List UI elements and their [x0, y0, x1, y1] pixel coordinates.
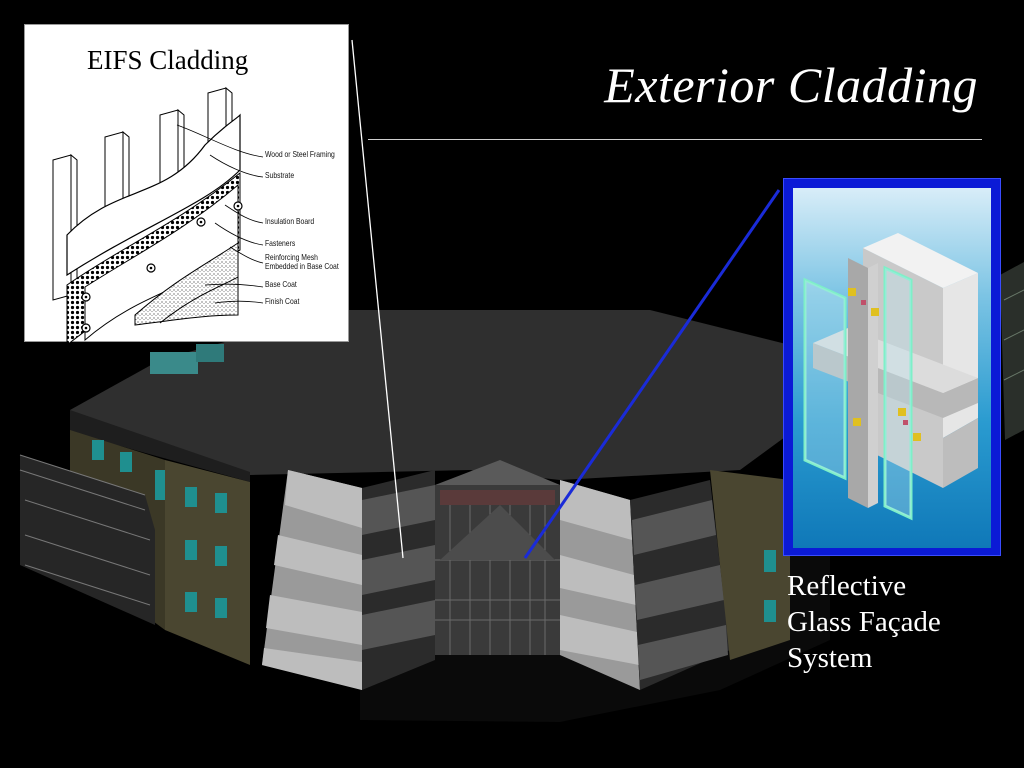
glass-caption-line-3: System — [787, 642, 873, 674]
glass-facade-illustration — [793, 188, 991, 548]
eifs-label-embedded-in-base-coat: Embedded in Base Coat — [265, 261, 339, 271]
glass-facade-panel — [783, 178, 1001, 556]
eifs-label-fasteners: Fasteners — [265, 238, 296, 248]
slide-title: Exterior Cladding — [604, 57, 978, 113]
glass-facade-caption: Reflective Glass Façade System — [787, 568, 1007, 676]
title-underline — [368, 139, 982, 140]
eifs-title: EIFS Cladding — [87, 45, 249, 75]
eifs-label-finish-coat: Finish Coat — [265, 296, 300, 306]
eifs-wall-section-illustration — [52, 86, 264, 343]
eifs-diagram-panel: EIFS Cladding Wood or Steel Framing Subs… — [24, 24, 349, 343]
eifs-label-substrate: Substrate — [265, 170, 295, 180]
eifs-label-framing: Wood or Steel Framing — [265, 149, 335, 159]
eifs-label-reinforcing-mesh: Reinforcing Mesh — [265, 252, 318, 262]
eifs-label-base-coat: Base Coat — [265, 279, 297, 289]
eifs-label-insulation-board: Insulation Board — [265, 216, 315, 226]
glass-caption-line-1: Reflective — [787, 570, 907, 602]
glass-caption-line-2: Glass Façade — [787, 606, 941, 638]
